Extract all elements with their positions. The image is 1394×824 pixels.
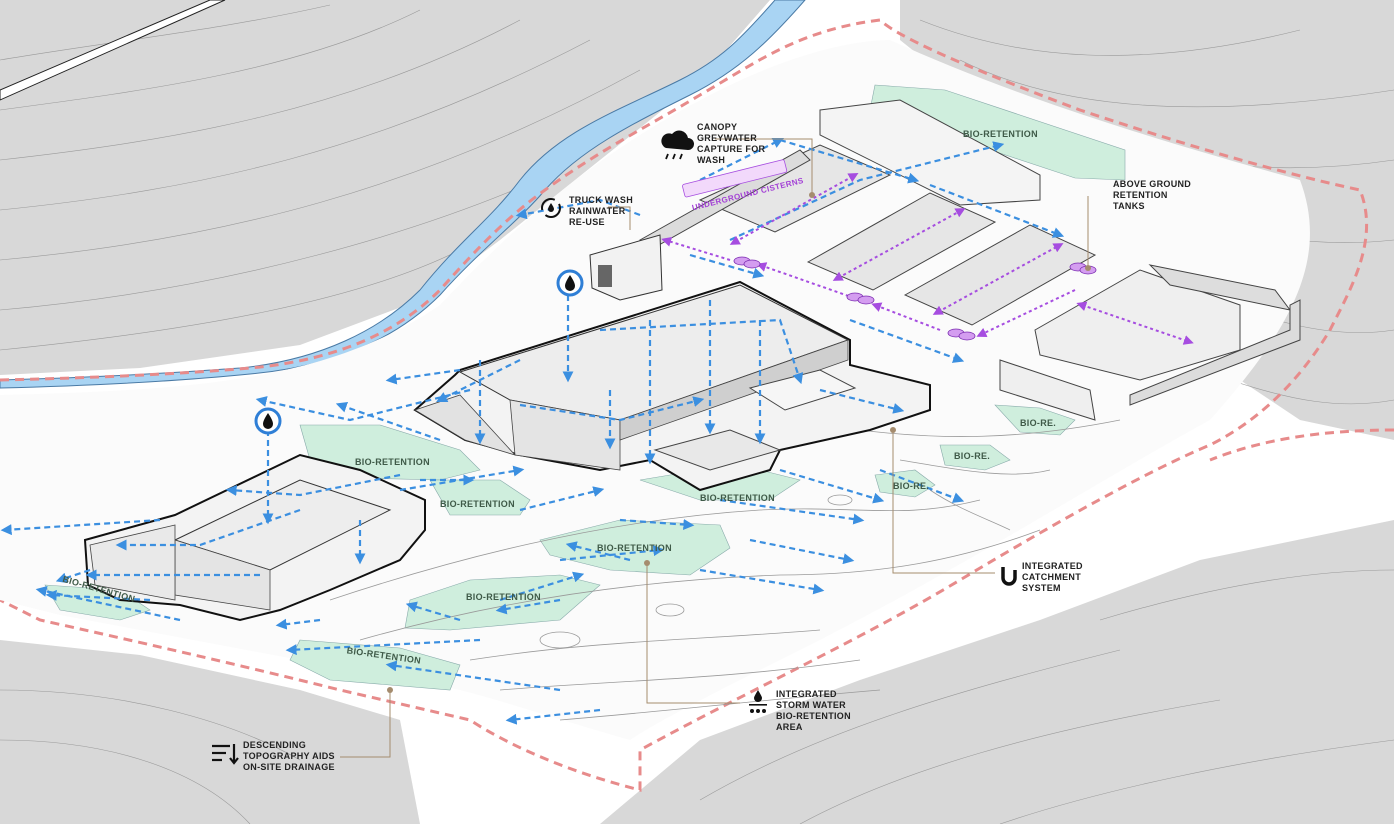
bio-retention-label: BIO-RETENTION [597, 543, 672, 553]
site-boundary-east [1209, 428, 1394, 462]
bio-retention-label: BIO-RETENTION [440, 499, 515, 509]
rain-cloud-icon [661, 130, 694, 160]
site-boundary [0, 18, 1369, 792]
office-building [83, 453, 426, 622]
callout-line: RETENTION [1113, 190, 1168, 200]
callout-line: AREA [776, 722, 803, 732]
bio-retention-label: BIO-RE. [1020, 418, 1056, 428]
callout-line: DESCENDING [243, 740, 306, 750]
callout-line: TOPOGRAPHY AIDS [243, 751, 335, 761]
callout-line: RAINWATER [569, 206, 626, 216]
callout-canopy: CANOPY GREYWATER CAPTURE FOR WASH [661, 122, 765, 165]
bio-retention-label: BIO-RETENTION [355, 457, 430, 467]
callout-line: WASH [697, 155, 725, 165]
recycle-drop-icon [541, 198, 561, 218]
bio-retention-label: BIO-RE. [954, 451, 990, 461]
leader-lines [340, 138, 1091, 758]
road [0, 0, 226, 101]
callout-line: TANKS [1113, 201, 1145, 211]
callout-line: CAPTURE FOR [697, 144, 765, 154]
drops-icon [749, 690, 767, 713]
callout-line: TRUCK WASH [569, 195, 633, 205]
sort-descending-icon [212, 744, 239, 765]
river [0, 0, 806, 389]
callout-line: RE-USE [569, 217, 605, 227]
callout-topography: DESCENDING TOPOGRAPHY AIDS ON-SITE DRAIN… [212, 740, 335, 772]
main-building [413, 280, 931, 492]
callout-storm-water: INTEGRATED STORM WATER BIO-RETENTION ARE… [749, 689, 851, 732]
parking-and-roads [329, 419, 1121, 721]
pipe-icon [1001, 567, 1017, 586]
callout-line: GREYWATER [697, 133, 757, 143]
bio-retention-label: BIO-RETENTION [700, 493, 775, 503]
callout-line: STORM WATER [776, 700, 846, 710]
callout-above-ground-tanks: ABOVE GROUND RETENTION TANKS [1113, 179, 1191, 211]
water-drop-icon [254, 407, 282, 435]
contour-lines [0, 4, 1394, 824]
callout-line: ON-SITE DRAINAGE [243, 762, 335, 772]
bio-retention-label: BIO-RETENTION [466, 592, 541, 602]
callout-line: CATCHMENT [1022, 572, 1081, 582]
callout-catchment: INTEGRATED CATCHMENT SYSTEM [1001, 561, 1083, 593]
callout-line: INTEGRATED [776, 689, 837, 699]
callout-line: ABOVE GROUND [1113, 179, 1191, 189]
callout-line: SYSTEM [1022, 583, 1061, 593]
callout-line: CANOPY [697, 122, 737, 132]
bio-retention-label: BIO-RETENTION [963, 129, 1038, 139]
bio-retention-label: BIO-RE. [893, 481, 929, 491]
water-drop-icon [556, 269, 584, 297]
callout-line: INTEGRATED [1022, 561, 1083, 571]
callout-line: BIO-RETENTION [776, 711, 851, 721]
callout-truck-wash: TRUCK WASH RAINWATER RE-USE [541, 195, 633, 227]
